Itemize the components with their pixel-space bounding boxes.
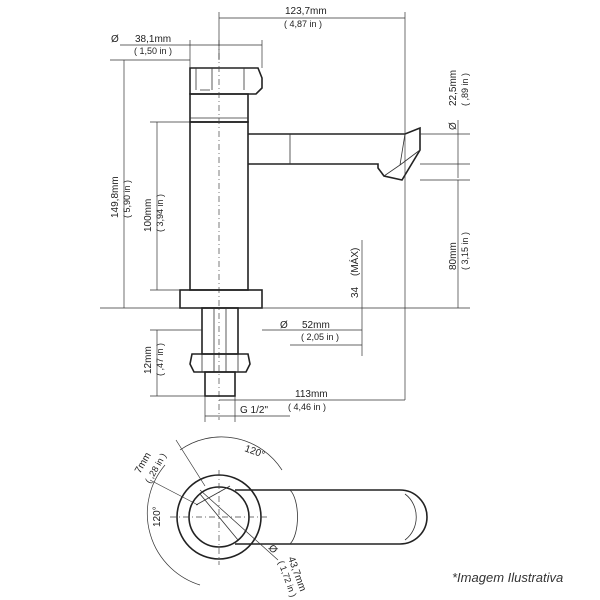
top-diameter-in: ( 1,50 in ) [134,46,172,56]
dimension-lines [110,12,470,422]
spout-diameter-mm: 22,5mm [448,70,459,106]
top-diameter-symbol: Ø [111,34,119,45]
reach-in: ( 4,46 in ) [288,402,326,412]
body-height-mm: 100mm [143,199,154,232]
thread-pipe [204,371,236,397]
spout-height-in: ( 3,15 in ) [460,232,470,270]
base-diameter-symbol: Ø [280,320,288,331]
illustrative-image-note: *Imagem Ilustrativa [452,570,563,585]
lock-nut [189,353,251,373]
dimension-labels: 123,7mm ( 4,87 in ) Ø 38,1mm ( 1,50 in )… [110,6,470,416]
max-thickness-value: 34 [350,286,361,298]
faucet-top-view [147,436,428,586]
bottom-diameter-symbol: Ø [266,543,280,556]
spout-height-mm: 80mm [448,242,459,270]
max-thickness-note: (MÁX) [348,248,361,276]
handle-lever [235,489,428,545]
base-diameter-mm: 52mm [302,320,330,331]
body-height-in: ( 3,94 in ) [155,194,165,232]
top-view-labels: 7mm ( ,28 in ) 120° 120° Ø 43,7mm ( 1,72… [133,443,308,598]
shank [201,307,239,355]
spout-diameter-symbol: Ø [448,122,459,130]
base-flange [179,289,263,309]
total-width-in: ( 4,87 in ) [284,19,322,29]
reach-mm: 113mm [295,389,328,400]
thread-length-in: ( ,47 in ) [155,343,165,376]
top-diameter-mm: 38,1mm [135,34,171,45]
angle-left: 120° [152,506,163,527]
thread-length-mm: 12mm [143,346,154,374]
thread-label: G 1/2" [240,405,268,416]
base-diameter-in: ( 2,05 in ) [301,332,339,342]
total-height-mm: 149,8mm [110,176,121,218]
total-width-mm: 123,7mm [285,6,327,17]
angle-top: 120° [243,443,266,460]
spout-diameter-in: ( ,89 in ) [460,73,470,106]
spout [248,126,421,181]
faucet-side-view [100,40,470,420]
total-height-in: ( 5,90 in ) [122,180,132,218]
